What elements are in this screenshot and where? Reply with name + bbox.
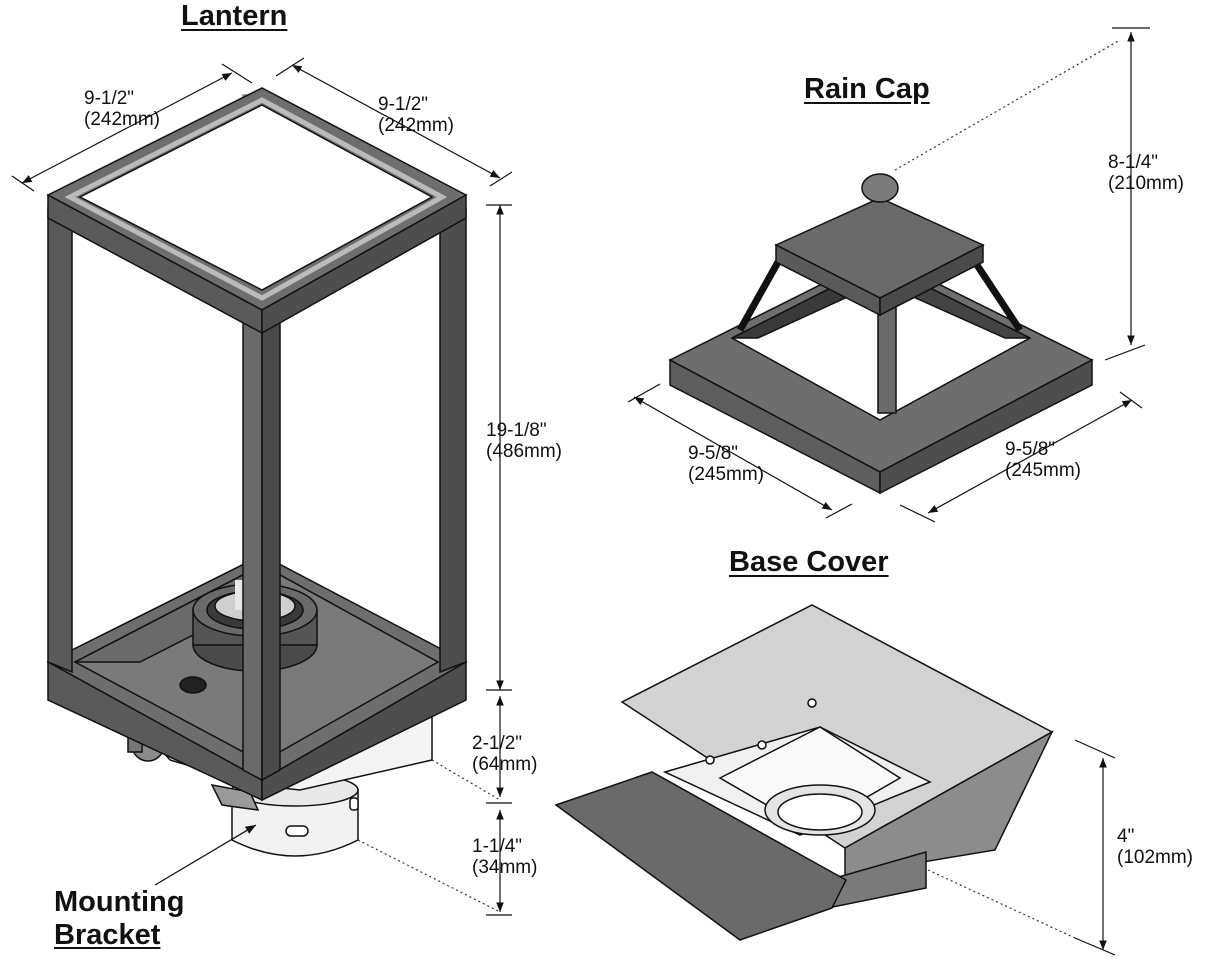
dim-metric: (34mm) xyxy=(472,857,538,878)
base-cover-title: Base Cover xyxy=(729,546,889,578)
dim-imperial: 9-1/2" xyxy=(84,88,135,109)
dim-metric: (486mm) xyxy=(486,441,563,462)
dim-imperial: 19-1/8" xyxy=(486,420,547,441)
lantern-drawing xyxy=(46,87,468,857)
dim-metric: (102mm) xyxy=(1117,847,1194,868)
extension-lines xyxy=(357,39,1121,939)
rain-cap-height-label: 8-1/4" (210mm) xyxy=(1108,152,1184,194)
dim-metric: (210mm) xyxy=(1108,173,1185,194)
lantern-title: Lantern xyxy=(181,0,288,32)
dim-metric: (242mm) xyxy=(84,109,161,130)
mounting-bracket-label: Mounting Bracket xyxy=(54,886,184,952)
rain-cap-legs xyxy=(736,260,1023,414)
rain-cap-width-right-label: 9-5/8" (245mm) xyxy=(1005,439,1081,481)
dim-imperial: 9-5/8" xyxy=(1005,439,1056,460)
base-cover-height-label: 4" (102mm) xyxy=(1117,826,1193,868)
dim-imperial: 1-1/4" xyxy=(472,836,523,857)
base-height-label: 2-1/2" (64mm) xyxy=(472,733,537,775)
dim-imperial: 9-1/2" xyxy=(378,94,429,115)
dim-imperial: 4" xyxy=(1117,826,1135,847)
rain-cap-roof xyxy=(774,173,985,317)
lantern-width-left-label: 9-1/2" (242mm) xyxy=(84,88,160,130)
dim-imperial: 8-1/4" xyxy=(1108,152,1159,173)
dim-metric: (242mm) xyxy=(378,115,455,136)
dim-imperial: 2-1/2" xyxy=(472,733,523,754)
dim-metric: (245mm) xyxy=(688,464,765,485)
dimension-lines xyxy=(11,27,1150,956)
lantern-height-label: 19-1/8" (486mm) xyxy=(486,420,562,462)
dim-imperial: 9-5/8" xyxy=(688,443,739,464)
mounting-bracket-line1: Mounting xyxy=(54,886,185,918)
dim-metric: (245mm) xyxy=(1005,460,1082,481)
bracket-height-label: 1-1/4" (34mm) xyxy=(472,836,537,878)
rain-cap-title: Rain Cap xyxy=(804,73,930,105)
base-cover-drawing xyxy=(554,604,1054,941)
mounting-bracket-leader xyxy=(154,824,257,886)
rain-cap-width-left-label: 9-5/8" (245mm) xyxy=(688,443,764,485)
lantern-width-right-label: 9-1/2" (242mm) xyxy=(378,94,454,136)
dim-metric: (64mm) xyxy=(472,754,538,775)
mounting-bracket-line2: Bracket xyxy=(54,919,161,951)
